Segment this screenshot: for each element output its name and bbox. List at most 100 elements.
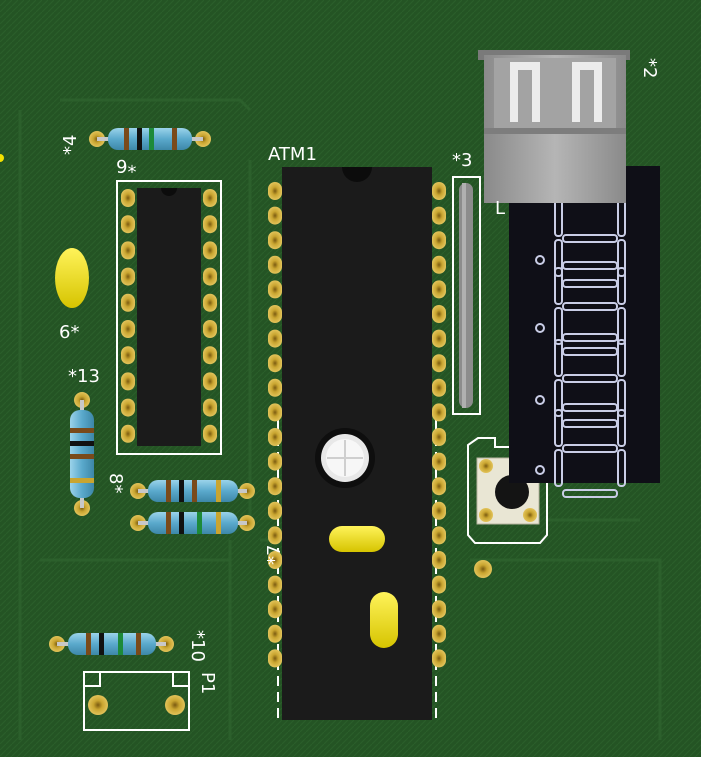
display-segment — [617, 449, 626, 487]
ic-pin-pad — [432, 551, 446, 569]
ic-pin-pad — [268, 255, 282, 274]
label-l: L — [495, 198, 506, 219]
ic-pin-pad — [432, 403, 446, 422]
ic-pin-pad — [432, 624, 446, 643]
mounting-hole — [315, 428, 375, 488]
ic-pin-pad — [203, 346, 217, 365]
resistor-r13[interactable] — [70, 392, 94, 516]
ic-pin-pad — [268, 575, 282, 594]
ic-pin-pad — [432, 600, 446, 619]
ic-pin-pad — [432, 501, 446, 520]
ic-pin-pad — [432, 354, 446, 373]
ic-pin-pad — [121, 293, 135, 312]
connector-p1[interactable] — [83, 671, 190, 731]
ic-pin-pad — [203, 267, 217, 286]
ic-pin-pad — [203, 372, 217, 391]
ic-pin-pad — [268, 182, 282, 200]
capacitor-c2[interactable] — [370, 592, 398, 648]
display-decimal-point — [535, 395, 545, 405]
display-segment — [617, 267, 626, 305]
ic-pin-pad — [121, 215, 135, 234]
ic-u9[interactable] — [116, 180, 222, 455]
ic-pin-pad — [203, 189, 217, 207]
resistor-r4[interactable] — [89, 128, 211, 150]
ic-pin-pad — [432, 305, 446, 323]
ic-pin-pad — [121, 346, 135, 365]
resistor-r8[interactable] — [130, 480, 255, 502]
ic-pin-pad — [121, 189, 135, 207]
label-p1: P1 — [197, 672, 218, 695]
display-segment — [554, 239, 563, 277]
seven-segment-display — [509, 166, 660, 498]
display-segment — [554, 307, 563, 345]
ic-pin-pad — [203, 293, 217, 312]
label-j2: *2 — [639, 58, 660, 79]
display-digits — [535, 193, 626, 498]
ic-pin-pad — [203, 424, 217, 443]
resistor-r7[interactable] — [130, 512, 255, 534]
ic-pin-pad — [268, 600, 282, 619]
display-decimal-point — [535, 323, 545, 333]
display-segment — [617, 409, 626, 447]
display-segment — [617, 307, 626, 345]
usb-connector-j2[interactable] — [478, 50, 630, 203]
capacitor-c1[interactable] — [329, 526, 385, 552]
ic-pin-pad — [268, 501, 282, 520]
display-segment — [562, 444, 618, 453]
ic-pin-pad — [268, 551, 282, 569]
ic-pin-pad — [432, 206, 446, 225]
display-segment — [554, 409, 563, 447]
ic-pin-pad — [432, 428, 446, 446]
resistor-r10[interactable] — [49, 633, 174, 655]
display-segment — [617, 379, 626, 417]
ic-pin-pad — [432, 329, 446, 348]
push-button[interactable] — [467, 437, 548, 544]
ic-pin-pad — [268, 305, 282, 323]
ic-pin-pad — [432, 182, 446, 200]
label-c6: 6* — [59, 322, 80, 343]
display-segment — [617, 339, 626, 377]
edge-component — [0, 154, 4, 162]
label-r8: 8* — [105, 473, 126, 494]
ic-pin-pad — [432, 378, 446, 397]
label-u9: *6 — [116, 155, 137, 176]
ic-pin-pad — [268, 378, 282, 397]
ic-pin-pad — [121, 241, 135, 260]
display-segment — [562, 302, 618, 311]
ic-pin-pad — [268, 452, 282, 471]
header-j3[interactable] — [452, 176, 481, 415]
ic-pin-pad — [268, 624, 282, 643]
ic-pin-pad — [121, 372, 135, 391]
display-segment — [562, 374, 618, 383]
ic-pin-pad — [268, 354, 282, 373]
ic-pin-pad — [203, 320, 217, 338]
ic-pin-pad — [268, 526, 282, 545]
capacitor-c6[interactable] — [55, 248, 89, 308]
ic-pin-pad — [432, 526, 446, 545]
ic-pin-pad — [432, 231, 446, 250]
ic-pin-pad — [268, 280, 282, 299]
display-segment — [562, 261, 618, 270]
ic-pin-pad — [432, 477, 446, 496]
ic-pin-pad — [268, 403, 282, 422]
copper-traces — [18, 98, 662, 740]
ic-pin-pad — [268, 649, 282, 668]
ic-pin-pad — [203, 241, 217, 260]
ic-pin-pad — [432, 255, 446, 274]
display-segment — [554, 267, 563, 305]
label-r10: *10 — [187, 630, 208, 662]
ic-pin-pad — [268, 329, 282, 348]
ic-pin-pad — [203, 398, 217, 417]
display-segment — [562, 333, 618, 342]
display-segment — [554, 339, 563, 377]
label-j3: *3 — [452, 150, 473, 171]
label-r4: *4 — [60, 134, 81, 155]
ic-pin-pad — [432, 452, 446, 471]
ic-pin-pad — [203, 215, 217, 234]
ic-pin-pad — [268, 428, 282, 446]
display-decimal-point — [535, 255, 545, 265]
display-segment — [562, 489, 618, 498]
ic-pin-pad — [121, 424, 135, 443]
ic-pin-pad — [121, 398, 135, 417]
